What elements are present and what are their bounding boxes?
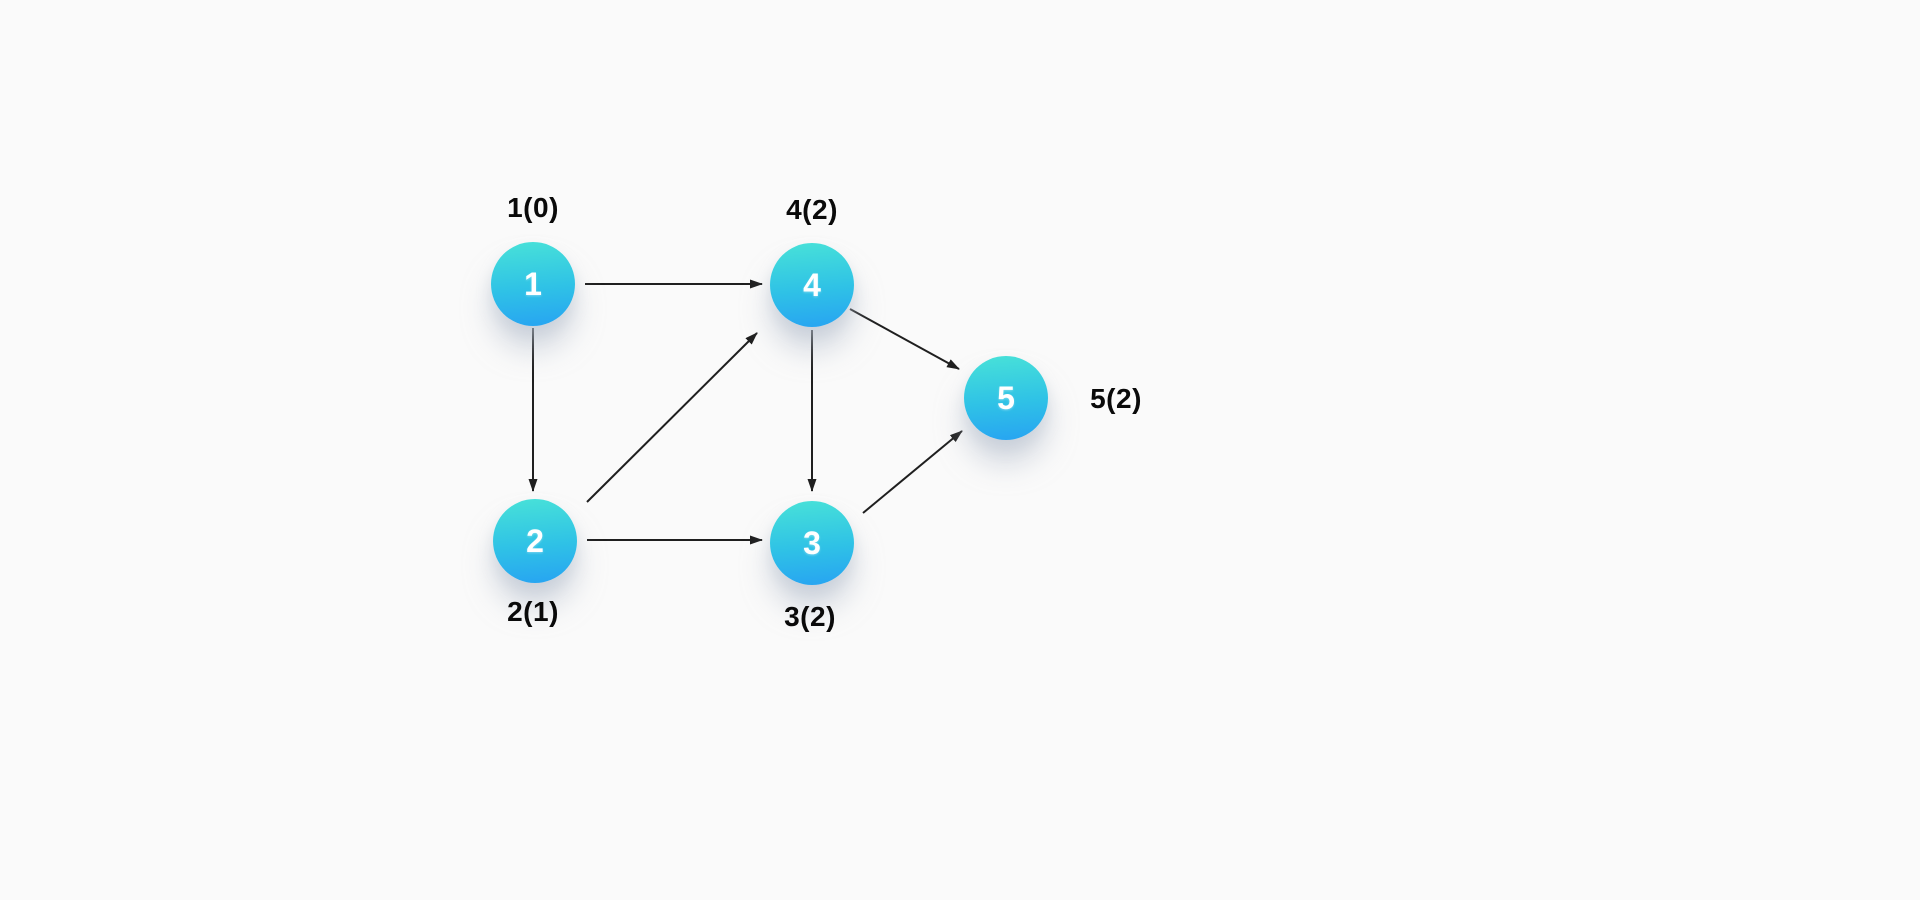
- graph-node-5[interactable]: 5: [964, 356, 1048, 440]
- node-annotation-3: 3(2): [784, 601, 836, 632]
- edge-3-to-5: [862, 430, 963, 514]
- node-number-1: 1: [524, 266, 542, 302]
- node-annotation-1: 1(0): [507, 192, 559, 223]
- node-annotation-2: 2(1): [507, 596, 559, 627]
- node-annotation-4: 4(2): [786, 194, 838, 225]
- graph-node-2[interactable]: 2: [493, 499, 577, 583]
- node-number-4: 4: [803, 267, 821, 303]
- node-number-2: 2: [526, 523, 544, 559]
- node-number-3: 3: [803, 525, 821, 561]
- node-annotation-5: 5(2): [1090, 383, 1142, 414]
- graph-node-1[interactable]: 1: [491, 242, 575, 326]
- graph-node-4[interactable]: 4: [770, 243, 854, 327]
- edge-4-to-5: [849, 308, 960, 370]
- edge-2-to-4: [586, 332, 758, 503]
- node-number-5: 5: [997, 380, 1015, 416]
- graph-node-3[interactable]: 3: [770, 501, 854, 585]
